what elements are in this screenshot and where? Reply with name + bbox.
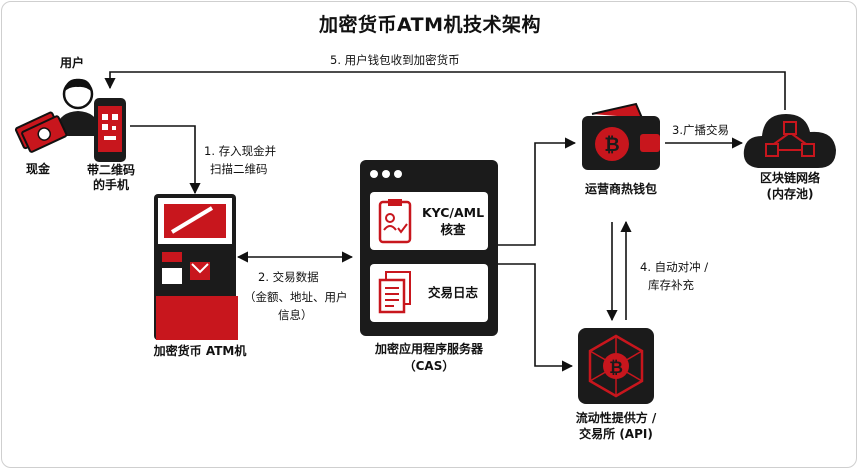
blockchain-label-2: (内存池)	[766, 187, 814, 201]
wallet-label: 运营商热钱包	[584, 182, 657, 196]
cash-icon	[14, 111, 68, 153]
cas-server-box: KYC/AML 核查 交易日志	[360, 160, 498, 336]
diagram-title: 加密货币ATM机技术架构	[318, 14, 542, 36]
step3-label: 3.广播交易	[672, 123, 729, 137]
wallet-icon: ₿	[582, 102, 660, 170]
step1-label-1: 1. 存入现金并	[204, 144, 277, 158]
phone-label-1: 带二维码	[86, 163, 135, 177]
step1-label-2: 扫描二维码	[210, 162, 268, 176]
user-label: 用户	[59, 56, 84, 70]
phone-label-2: 的手机	[92, 178, 129, 192]
blockchain-label-1: 区块链网络	[759, 171, 820, 185]
liquidity-exchange-icon: ₿	[578, 328, 654, 404]
user-icon	[54, 78, 102, 136]
kyc-label-2: 核查	[440, 222, 466, 237]
liquidity-label-1: 流动性提供方 /	[575, 411, 657, 425]
arrow-server-wallet	[498, 137, 577, 246]
cloud-network-icon	[743, 114, 836, 168]
clipboard-icon	[378, 199, 412, 244]
atm-label: 加密货币 ATM机	[153, 344, 247, 358]
server-label-2: （CAS）	[403, 359, 455, 373]
arrow-step5	[104, 71, 786, 110]
liquidity-label-2: 交易所 (API)	[579, 427, 653, 441]
arrow-step1	[130, 125, 201, 195]
step2-label-3: 信息）	[278, 308, 313, 322]
atm-icon	[154, 194, 238, 340]
svg-text:₿: ₿	[604, 134, 619, 156]
svg-text:₿: ₿	[609, 358, 623, 378]
step2-label-1: 2. 交易数据	[258, 270, 319, 284]
kyc-panel: KYC/AML 核查	[370, 192, 488, 250]
arrow-server-liquidity	[498, 263, 574, 372]
phone-icon	[94, 98, 126, 162]
txlog-label: 交易日志	[427, 285, 478, 300]
server-label-1: 加密应用程序服务器	[374, 342, 483, 356]
step4-label-1: 4. 自动对冲 /	[640, 260, 709, 274]
txlog-panel: 交易日志	[370, 264, 488, 322]
cash-label: 现金	[25, 162, 50, 176]
step4-label-2: 库存补充	[648, 278, 694, 292]
kyc-label-1: KYC/AML	[421, 205, 485, 220]
document-icon	[378, 271, 411, 314]
step2-label-2: （金额、地址、用户	[244, 290, 348, 304]
step5-label: 5. 用户钱包收到加密货币	[330, 53, 460, 67]
